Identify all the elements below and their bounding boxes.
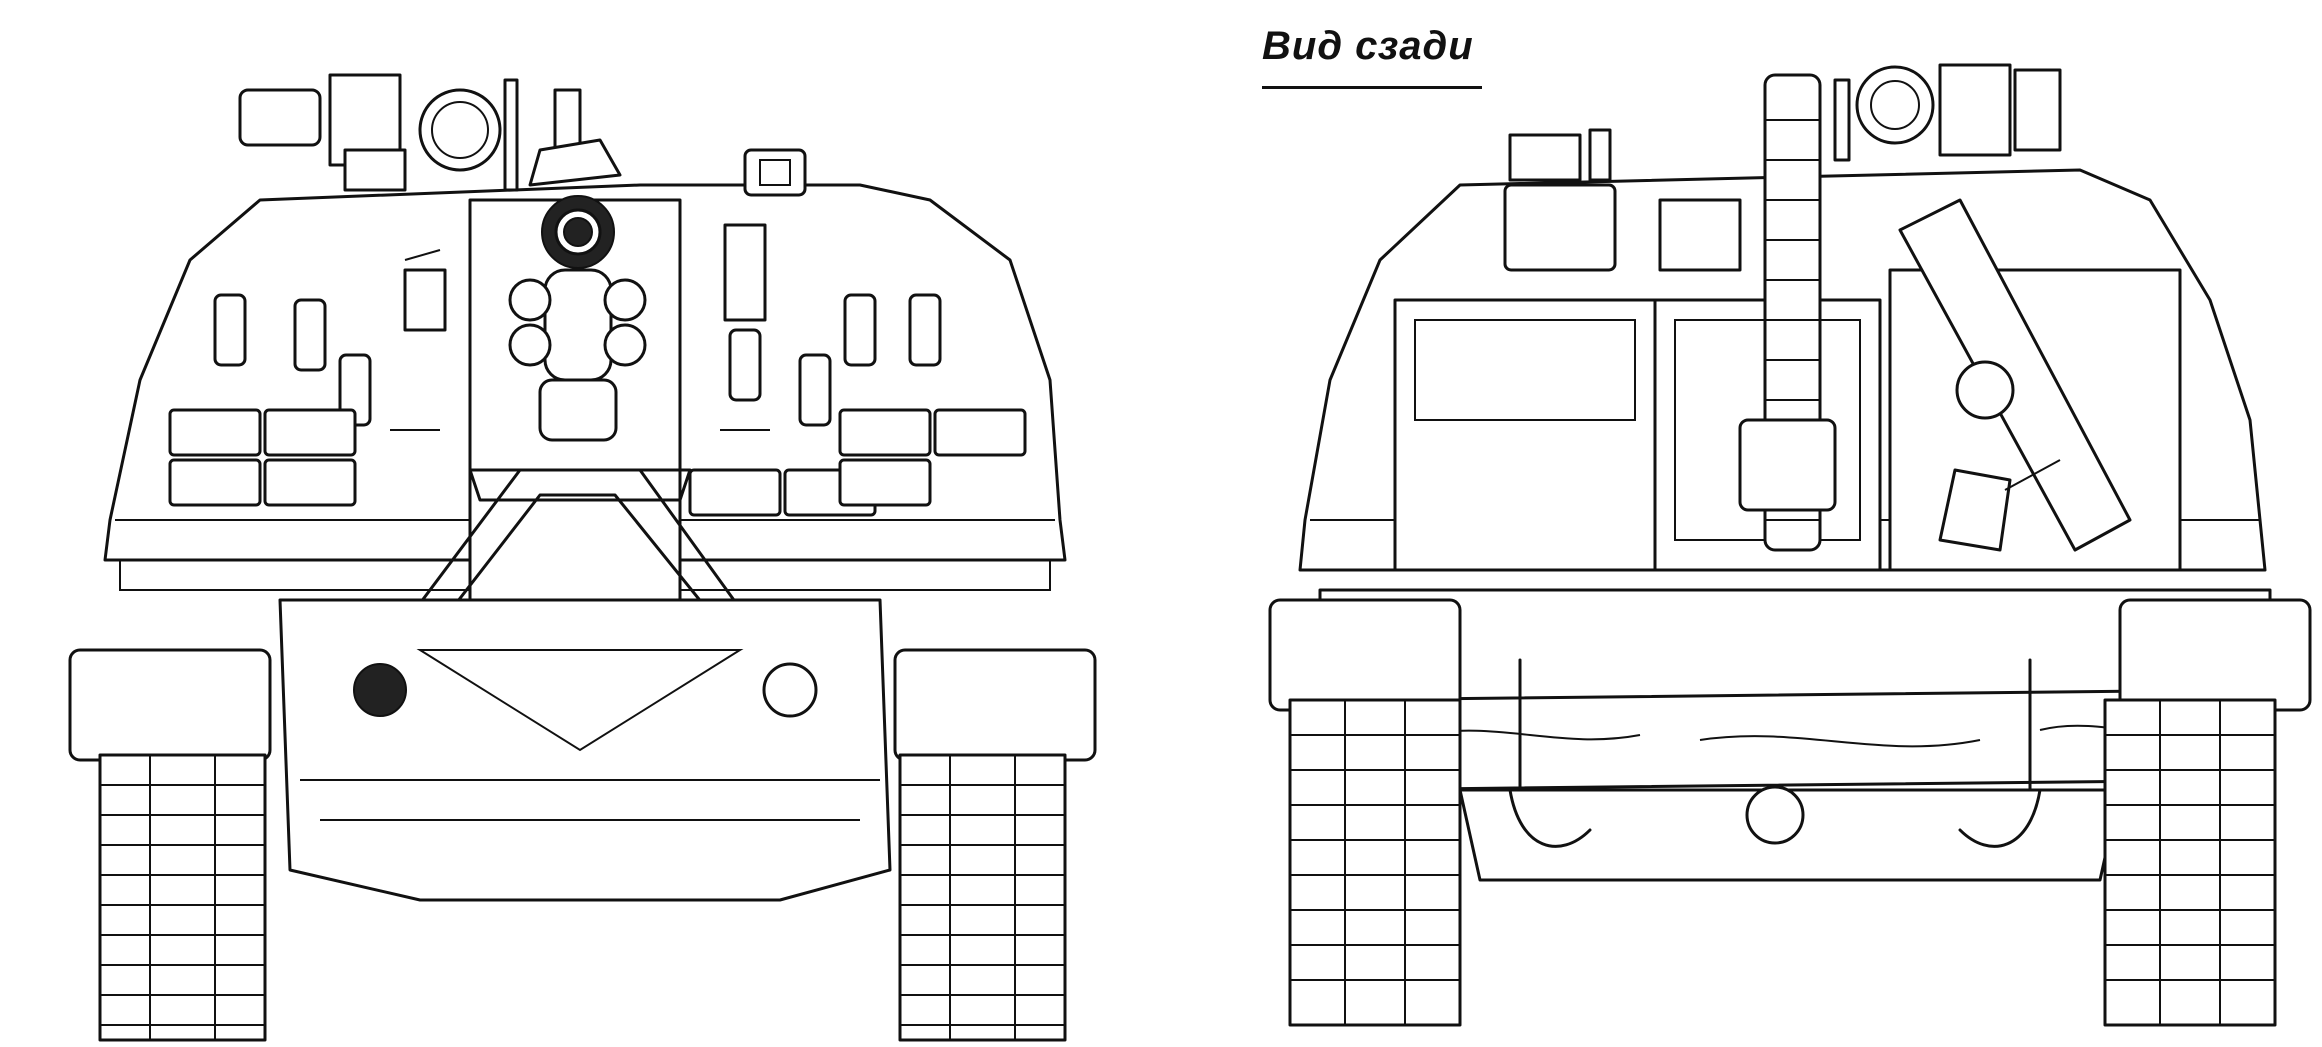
- front-fender-right: [893, 648, 1097, 762]
- rear-view-caption: Вид сзади: [1262, 24, 1474, 68]
- rear-fender-right: [2118, 598, 2312, 712]
- caption-underline: [1262, 86, 1482, 89]
- front-view: [68, 73, 1097, 1042]
- rear-track-right: [2103, 698, 2277, 1027]
- front-roof-box-left: [238, 88, 322, 147]
- front-headlight-left: [353, 663, 407, 717]
- rear-shovel: [1938, 468, 2012, 552]
- rear-diagonal-tube: [1898, 198, 2132, 552]
- rear-fender-left: [1268, 598, 1462, 712]
- front-track-left: [98, 753, 267, 1042]
- rear-view: [1268, 63, 2312, 1027]
- rear-tow-hook-right: [1958, 788, 2042, 848]
- rear-track-left: [1288, 698, 1462, 1027]
- rear-turret-door: [1393, 298, 1657, 572]
- front-right-panel: [688, 223, 1027, 517]
- rear-tow-hook-left: [1508, 788, 1592, 848]
- front-hull: [278, 598, 892, 902]
- front-travel-lock: [383, 468, 772, 652]
- front-left-panel: [168, 249, 447, 507]
- front-fender-left: [68, 648, 272, 762]
- front-track-right: [898, 753, 1067, 1042]
- rear-periscope: [1855, 65, 1935, 145]
- front-headlight-right: [762, 662, 818, 718]
- rear-center-hatch: [1745, 785, 1805, 845]
